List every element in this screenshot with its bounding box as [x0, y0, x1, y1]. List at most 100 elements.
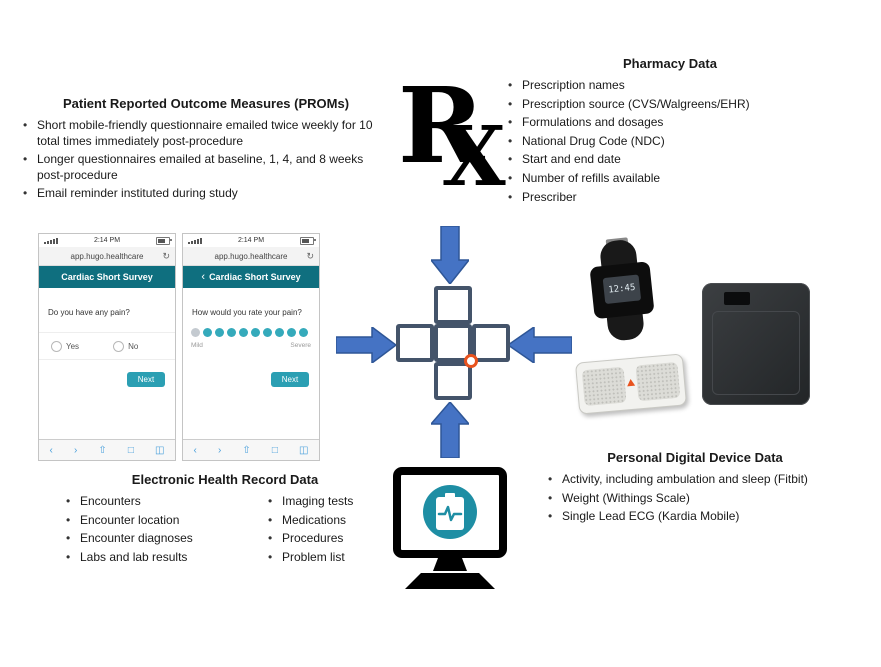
hub-plus-logo [396, 286, 510, 400]
pharmacy-bullet: Formulations and dosages [505, 115, 835, 131]
proms-title: Patient Reported Outcome Measures (PROMs… [62, 96, 350, 111]
personal-device-bullet: Activity, including ambulation and sleep… [545, 472, 845, 488]
personal-device-bullet: Weight (Withings Scale) [545, 491, 845, 507]
fitbit-watch-image: 12:45 [573, 235, 675, 344]
pharmacy-section: Pharmacy Data Prescription names Prescri… [505, 56, 835, 208]
forward-icon[interactable]: › [73, 444, 78, 456]
battery-icon [155, 236, 172, 245]
option-no[interactable]: No [113, 340, 139, 352]
watch-screen: 12:45 [602, 274, 642, 305]
tabs-icon[interactable]: ◫ [298, 444, 309, 456]
signal-icon [188, 237, 202, 244]
pain-scale [191, 328, 308, 337]
pain-scale-dot[interactable] [203, 328, 212, 337]
phone-screenshot-survey-question-2: 2:14 PM app.hugo.healthcare ↻ ‹ Cardiac … [182, 233, 320, 461]
personal-device-bullet-list: Activity, including ambulation and sleep… [545, 472, 845, 525]
pain-scale-dot[interactable] [215, 328, 224, 337]
survey-question: Do you have any pain? [48, 308, 130, 317]
scale-min-label: Mild [191, 342, 203, 349]
arrow-up-icon [431, 402, 469, 458]
back-icon[interactable]: ‹ [193, 444, 197, 456]
pain-scale-dot[interactable] [227, 328, 236, 337]
pain-scale-labels: Mild Severe [191, 342, 311, 349]
back-icon[interactable]: ‹ [49, 444, 53, 456]
refresh-icon[interactable]: ↻ [306, 250, 314, 261]
pain-scale-dot[interactable] [299, 328, 308, 337]
option-yes[interactable]: Yes [51, 340, 80, 352]
survey-header: ‹ Cardiac Short Survey [183, 266, 319, 288]
pharmacy-bullet: Start and end date [505, 152, 835, 168]
alivecor-logo-icon [626, 378, 636, 387]
next-button[interactable]: Next [271, 372, 309, 387]
next-button[interactable]: Next [127, 372, 165, 387]
scale-display [724, 292, 750, 305]
browser-url-bar[interactable]: app.hugo.healthcare ↻ [183, 247, 319, 266]
logo-square [434, 362, 472, 400]
arrow-down-icon [431, 226, 469, 284]
proms-bullet-list: Short mobile-friendly questionnaire emai… [20, 118, 392, 202]
radio-icon[interactable] [51, 340, 62, 352]
ehr-bullet: Encounter location [63, 513, 241, 529]
pain-scale-dot[interactable] [287, 328, 296, 337]
back-chevron-icon[interactable]: ‹ [201, 271, 206, 283]
kardia-electrode-pad [635, 361, 681, 402]
withings-scale-image [702, 283, 810, 405]
pain-scale-dot[interactable] [239, 328, 248, 337]
ehr-bullet: Encounters [63, 494, 241, 510]
ehr-bullet: Encounter diagnoses [63, 531, 241, 547]
ehr-title: Electronic Health Record Data [131, 472, 319, 487]
rx-prescription-icon: R X [398, 74, 523, 208]
refresh-icon[interactable]: ↻ [162, 250, 170, 261]
url-text: app.hugo.healthcare [70, 251, 144, 261]
survey-header-title: Cardiac Short Survey [209, 272, 301, 282]
rx-letter-x: X [442, 109, 506, 205]
browser-toolbar: ‹ › ⇧ □ ◫ [183, 439, 319, 460]
pharmacy-bullet: Prescriber [505, 190, 835, 206]
pain-scale-dot[interactable] [263, 328, 272, 337]
survey-header-title: Cardiac Short Survey [61, 272, 153, 282]
kardia-mobile-image [574, 353, 688, 415]
url-text: app.hugo.healthcare [214, 251, 288, 261]
pain-scale-dot[interactable] [275, 328, 284, 337]
survey-options: Yes No [39, 332, 175, 360]
ehr-bullet: Procedures [265, 531, 353, 547]
logo-square [434, 286, 472, 324]
survey-question: How would you rate your pain? [192, 308, 302, 317]
share-icon[interactable]: ⇧ [242, 444, 251, 456]
option-no-label: No [128, 341, 139, 351]
personal-device-title: Personal Digital Device Data [607, 450, 783, 465]
battery-icon [299, 236, 316, 245]
ehr-bullet: Labs and lab results [63, 550, 241, 566]
browser-url-bar[interactable]: app.hugo.healthcare ↻ [39, 247, 175, 266]
pharmacy-bullet-list: Prescription names Prescription source (… [505, 78, 835, 205]
pain-scale-dot[interactable] [191, 328, 200, 337]
pain-scale-dot[interactable] [251, 328, 260, 337]
bookmarks-icon[interactable]: □ [127, 444, 134, 456]
ehr-section: Electronic Health Record Data Encounters… [55, 472, 395, 568]
ehr-bullet: Imaging tests [265, 494, 353, 510]
share-icon[interactable]: ⇧ [98, 444, 107, 456]
scale-max-label: Severe [290, 342, 311, 349]
arrow-left-pointing-icon [508, 327, 572, 363]
option-yes-label: Yes [66, 341, 80, 351]
phone-status-bar: 2:14 PM [39, 234, 175, 247]
radio-icon[interactable] [113, 340, 125, 352]
bookmarks-icon[interactable]: □ [271, 444, 278, 456]
proms-bullet: Email reminder instituted during study [20, 186, 392, 202]
survey-body: Do you have any pain? Yes No Next [39, 288, 175, 439]
tabs-icon[interactable]: ◫ [154, 444, 165, 456]
forward-icon[interactable]: › [217, 444, 222, 456]
ehr-columns: Encounters Encounter location Encounter … [55, 494, 395, 568]
logo-orange-dot [464, 354, 478, 368]
personal-device-section: Personal Digital Device Data Activity, i… [545, 450, 845, 528]
phone-screenshot-survey-question-1: 2:14 PM app.hugo.healthcare ↻ Cardiac Sh… [38, 233, 176, 461]
ehr-column-2: Imaging tests Medications Procedures Pro… [265, 494, 353, 568]
kardia-electrode-pad [581, 366, 627, 407]
signal-icon [44, 237, 58, 244]
pharmacy-title: Pharmacy Data [623, 56, 717, 71]
pharmacy-bullet: Prescription names [505, 78, 835, 94]
rx-letter-r: R [398, 64, 485, 187]
pharmacy-bullet: Prescription source (CVS/Walgreens/EHR) [505, 97, 835, 113]
ehr-bullet: Medications [265, 513, 353, 529]
